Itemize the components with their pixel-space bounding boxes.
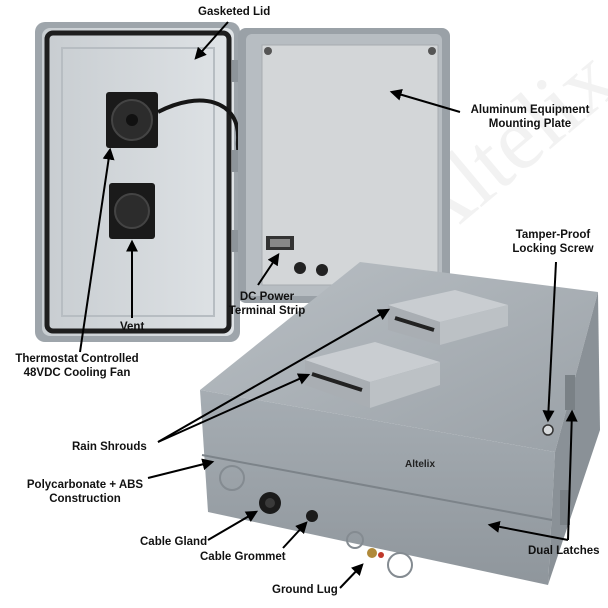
open-base [238, 28, 450, 303]
label-vent: Vent [120, 321, 145, 333]
label-construction: Polycarbonate + ABS Construction [26, 479, 144, 505]
vent [109, 183, 155, 239]
label-rain-shrouds: Rain Shrouds [72, 441, 147, 453]
open-lid [35, 22, 277, 342]
locking-screw [542, 424, 554, 436]
latch [560, 490, 570, 525]
label-cable-gland: Cable Gland [140, 536, 208, 548]
hinge [232, 60, 242, 82]
hinge [232, 230, 242, 252]
label-cable-grommet: Cable Grommet [200, 551, 286, 563]
label-terminal-strip: DC Power Terminal Strip [228, 291, 306, 317]
cable-grommet [306, 510, 318, 522]
brand-logo: Altelix [405, 459, 435, 470]
rain-shroud [305, 342, 440, 408]
cable-gland [259, 492, 281, 514]
cooling-fan [106, 92, 158, 148]
hinge [232, 150, 242, 172]
label-gasketed-lid: Gasketed Lid [198, 6, 271, 18]
label-dual-latches: Dual Latches [528, 545, 600, 557]
rain-shroud [388, 290, 508, 345]
label-cooling-fan: Thermostat Controlled 48VDC Cooling Fan [15, 353, 139, 379]
label-mounting-plate: Aluminum Equipment Mounting Plate [470, 104, 590, 130]
latch [565, 375, 575, 410]
label-tamper-screw: Tamper-Proof Locking Screw [512, 229, 594, 255]
label-ground-lug: Ground Lug [272, 584, 338, 596]
ground-lug [367, 548, 384, 558]
closed-enclosure: Altelix [200, 262, 600, 585]
callout-arrows [79, 21, 578, 589]
